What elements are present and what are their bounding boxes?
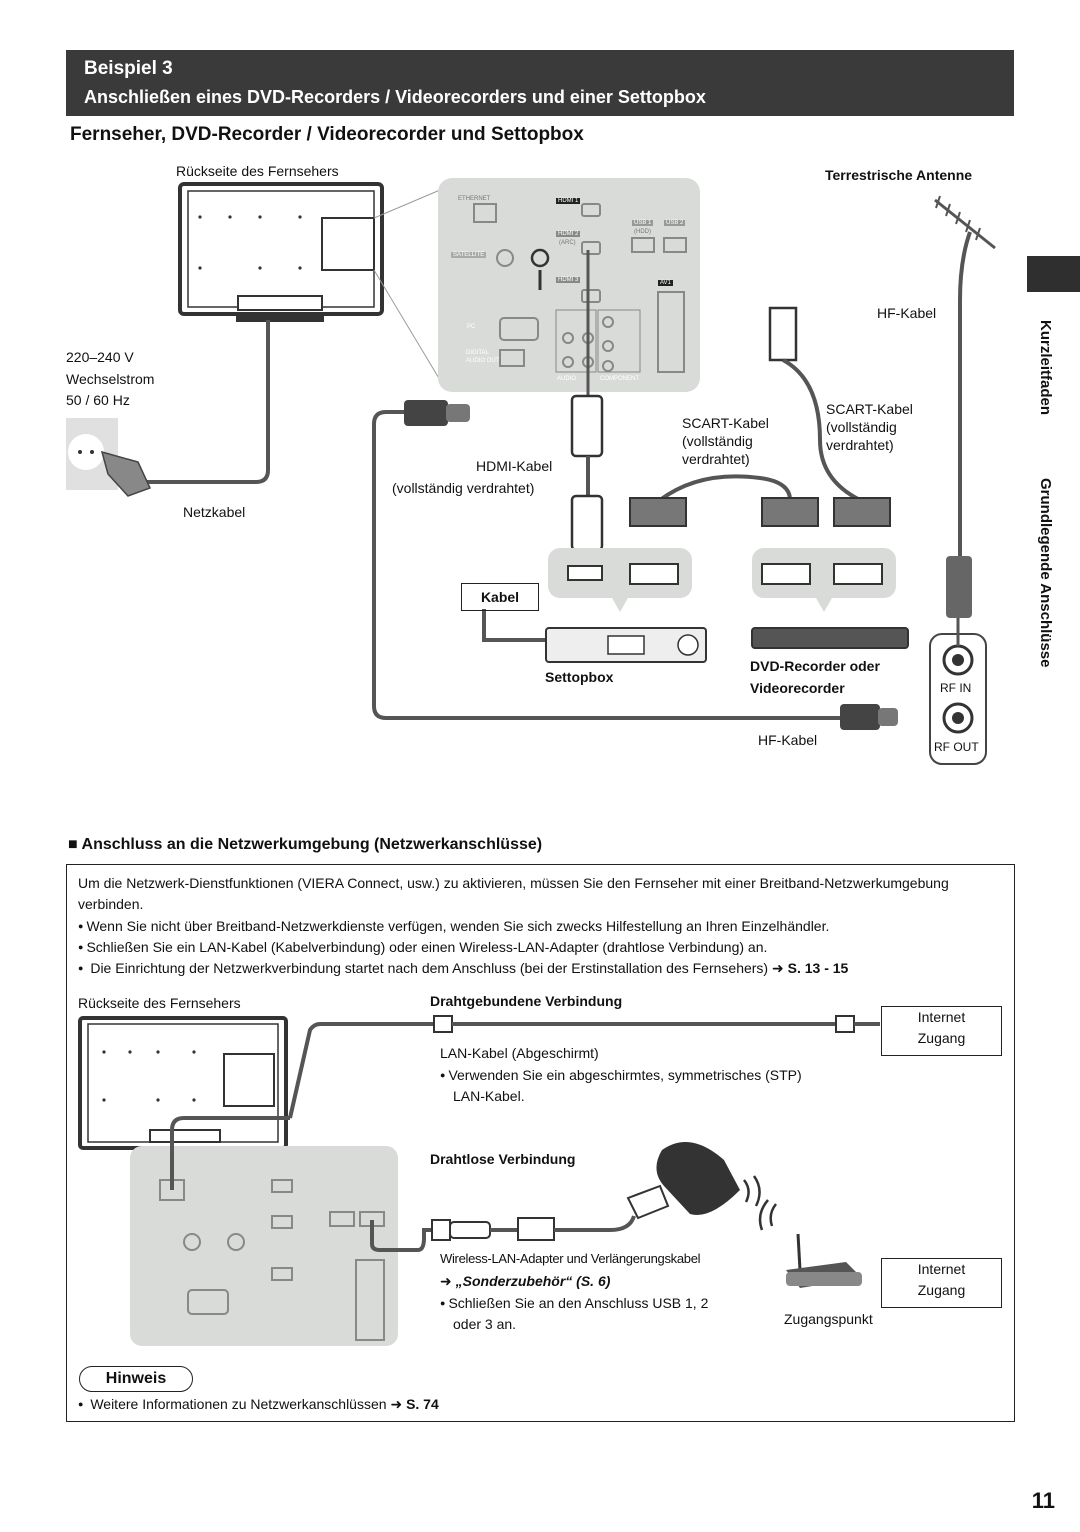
hf-cable-top-label: HF-Kabel [877, 305, 937, 321]
usb-note-2: oder 3 an. [453, 1316, 517, 1332]
network-bullet-2: Schließen Sie ein LAN-Kabel (Kabelverbin… [78, 937, 767, 958]
kabel-box: Kabel [461, 583, 539, 611]
accessory-ref[interactable]: ➜ „Sonderzubehör“ (S. 6) [440, 1273, 611, 1289]
hdmi1-port-label: HDMI 1 [556, 198, 581, 204]
page-number: 11 [1031, 1488, 1055, 1513]
network-bullet-3: Die Einrichtung der Netzwerkverbindung s… [78, 958, 848, 979]
section-banner: Beispiel 3 Anschließen eines DVD-Recorde… [66, 50, 1014, 116]
banner-subtitle: Anschließen eines DVD-Recorders / Videor… [84, 87, 706, 107]
network-bullet-1: Wenn Sie nicht über Breitband-Netzwerkdi… [78, 916, 829, 937]
audio-out-label: AUDIO OUT [466, 358, 500, 364]
settopbox-label: Settopbox [545, 669, 614, 685]
section-heading: Fernseher, DVD-Recorder / Videorecorder … [70, 124, 584, 145]
antenna-label: Terrestrische Antenne [825, 167, 973, 183]
wireless-adapter-label: Wireless-LAN-Adapter und Verlängerungska… [440, 1251, 701, 1266]
av1-port-label: AV1 [658, 280, 673, 286]
arc-label: (ARC) [559, 240, 576, 246]
access-point-label: Zugangspunkt [784, 1311, 873, 1327]
rf-in-label: RF IN [940, 681, 972, 695]
connector-panel [438, 178, 700, 392]
hinweis-badge: Hinweis [79, 1366, 193, 1392]
rf-out-label: RF OUT [934, 740, 979, 754]
dvd-recorder-device [751, 627, 909, 649]
arrow-right-icon: ➜ [390, 1396, 403, 1412]
side-tab-kurzleitfaden: Kurzleitfaden [1037, 320, 1054, 416]
hdmi2-port-label: HDMI 2 [556, 231, 581, 237]
ac-label: Wechselstrom [66, 371, 155, 387]
component-label: COMPONENT [600, 376, 639, 382]
wireless-connection-title: Drahtlose Verbindung [430, 1151, 576, 1167]
lan-cable-label: LAN-Kabel (Abgeschirmt) [440, 1045, 599, 1061]
tv-back-label: Rückseite des Fernsehers [176, 163, 339, 179]
network-info-box [66, 864, 1015, 1422]
pc-port-label: PC [467, 324, 476, 330]
dvd-recorder-label: DVD-Recorder oder [750, 658, 880, 674]
hdd-label: (HDD) [634, 229, 651, 235]
voltage-label: 220–240 V [66, 349, 134, 365]
hdmi-cable-label: HDMI-Kabel [476, 458, 553, 474]
satellite-port-label: SATELLITE [451, 252, 487, 258]
tv-back-label-2: Rückseite des Fernsehers [78, 995, 241, 1011]
tv-back-illustration [178, 182, 384, 322]
audio-label: AUDIO [557, 376, 577, 382]
hdmi-cable-label-2: (vollständig verdrahtet) [392, 480, 535, 496]
network-section-heading: ■ Anschluss an die Netzwerkumgebung (Net… [68, 836, 543, 853]
banner-title: Beispiel 3 [84, 58, 173, 79]
ethernet-port-label: ETHERNET [458, 196, 491, 202]
digital-label: DIGITAL [466, 350, 489, 356]
arrow-right-icon: ➜ [772, 960, 784, 976]
hf-cable-bottom-label: HF-Kabel [758, 732, 818, 748]
arrow-right-icon: ➜ [440, 1273, 452, 1289]
page-ref-link-2[interactable]: S. 74 [406, 1396, 439, 1412]
hdmi3-port-label: HDMI 3 [556, 277, 581, 283]
frequency-label: 50 / 60 Hz [66, 392, 130, 408]
antenna-icon [934, 195, 996, 560]
page-ref-link[interactable]: S. 13 - 15 [787, 960, 849, 976]
wired-connection-title: Drahtgebundene Verbindung [430, 993, 623, 1009]
lan-note: Verwenden Sie ein abgeschirmtes, symmetr… [440, 1066, 801, 1084]
network-intro: Um die Netzwerk-Dienstfunktionen (VIERA … [78, 875, 949, 912]
hinweis-note: Weitere Informationen zu Netzwerkanschlü… [78, 1394, 439, 1415]
square-bullet-icon: ■ [68, 836, 78, 853]
usb1-port-label: USB 1 [632, 220, 654, 226]
usb-note: Schließen Sie an den Anschluss USB 1, 2 [440, 1294, 708, 1312]
network-diagram [78, 1015, 880, 1346]
side-tab-marker [1027, 256, 1080, 292]
connection-diagram [66, 178, 996, 765]
lan-note-2: LAN-Kabel. [453, 1088, 525, 1104]
side-tab-anschluesse: Grundlegende Anschlüsse [1037, 478, 1054, 668]
power-cable-label: Netzkabel [183, 504, 246, 520]
videorecorder-label: Videorecorder [750, 680, 845, 696]
usb2-port-label: USB 2 [664, 220, 686, 226]
